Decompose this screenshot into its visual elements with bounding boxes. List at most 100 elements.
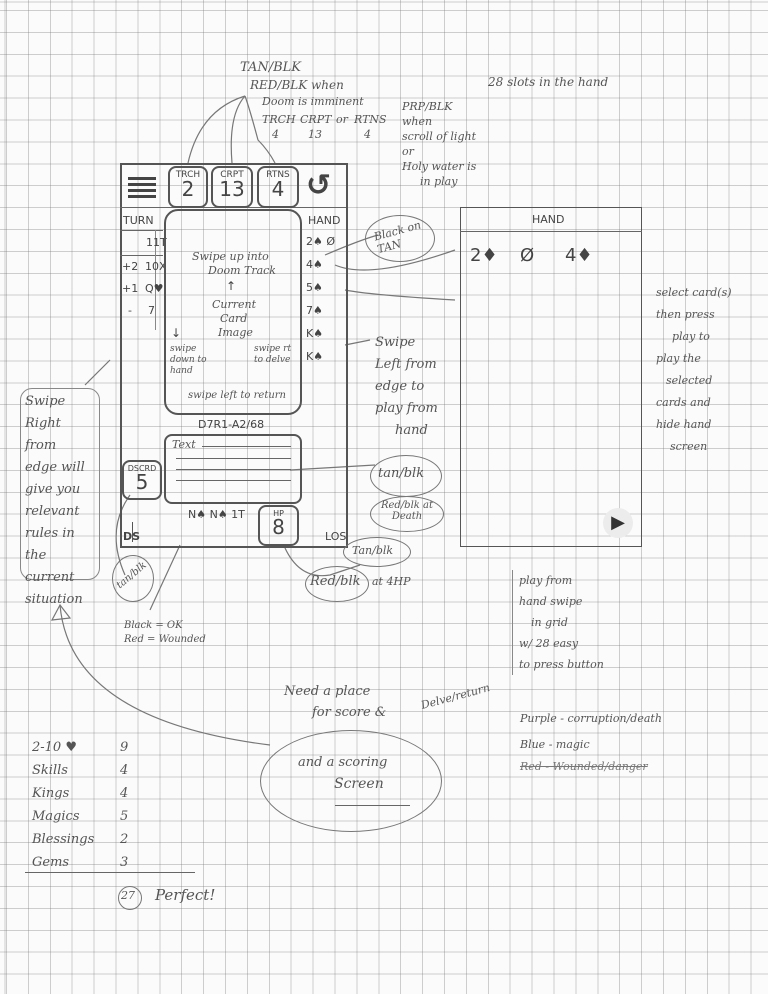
annotation-rtns: RTNS: [354, 113, 387, 126]
at-4hp-note: at 4HP: [372, 575, 411, 588]
discard-value: 5: [135, 470, 149, 494]
hand-row[interactable]: K♠: [306, 350, 324, 363]
note-bubble: [370, 496, 444, 532]
arrow-swipe-left: [344, 339, 371, 346]
annotation-when: when: [402, 115, 433, 128]
annotation-or: or: [336, 113, 348, 126]
hand-row[interactable]: 5♠: [306, 281, 323, 294]
blue-note: Blue - magic: [520, 738, 590, 751]
current-card-image[interactable]: [164, 209, 302, 415]
tan-blk-text-note: tan/blk: [378, 466, 425, 481]
ds-button[interactable]: DS: [123, 530, 141, 543]
arrow-head: [50, 603, 72, 621]
play-icon: ▶: [611, 512, 625, 533]
red-wounded-note: Red = Wounded: [124, 634, 206, 645]
red-blk-death-note: Red/blk at Death: [380, 500, 434, 522]
annotation-prp-blk: PRP/BLK: [402, 100, 453, 113]
turn-row: 10X: [145, 260, 167, 273]
connector-ds: [149, 544, 181, 611]
counter-value: 2: [181, 177, 195, 201]
text-label: Text: [172, 438, 196, 451]
arrow-up-icon: ↑: [226, 279, 237, 293]
turn-row-mod: +1: [122, 282, 139, 295]
annotation-scroll: scroll of light: [402, 130, 476, 143]
note-bubble: [260, 730, 442, 832]
annotation-rtns-val: 4: [364, 128, 371, 141]
hand-row[interactable]: 2♠ Ø: [306, 235, 336, 248]
tan-blk-hp-note: Tan/blk: [352, 544, 394, 557]
hand-card[interactable]: 2♦: [470, 245, 498, 266]
red-blk-hp-note: Red/blk: [310, 574, 361, 589]
card-current: Current: [212, 298, 257, 311]
hand-row[interactable]: K♠: [306, 327, 324, 340]
red-note-struck: Red - Wounded/danger: [520, 760, 648, 773]
screen-note: Screen: [334, 776, 384, 792]
total-note: Perfect!: [155, 886, 216, 904]
arrow-down-icon: ↓: [171, 326, 182, 340]
scoring-note: and a scoring: [298, 755, 388, 770]
los-button[interactable]: LOS: [325, 530, 347, 543]
menu-icon[interactable]: [128, 174, 156, 201]
play-button[interactable]: ▶: [603, 508, 633, 538]
arrow-hand-2: [344, 289, 456, 301]
annotation-crpt-val: 13: [308, 128, 322, 141]
turn-row: Q♥: [145, 282, 164, 295]
hand-row[interactable]: 4♠: [306, 258, 323, 271]
annotation-tan-blk: TAN/BLK: [240, 60, 302, 75]
total-circle: [118, 886, 142, 910]
for-score-note: for score &: [312, 705, 387, 720]
turn-row: 7: [148, 304, 155, 317]
counter-label: TRCH: [175, 170, 201, 180]
arrow-swipe-right-edge: [84, 359, 111, 386]
annotation-trch: TRCH: [262, 113, 296, 126]
annotation-doom: Doom is imminent: [262, 95, 364, 108]
turn-row-mod: +2: [122, 260, 139, 273]
hand-row[interactable]: 7♠: [306, 304, 323, 317]
status-line: N♠ N♠ 1T: [188, 508, 245, 521]
note-bubble: [305, 566, 369, 602]
swipe-down-hint: swipe down to hand: [170, 344, 207, 376]
hand-card[interactable]: 4♦: [565, 245, 593, 266]
turn-label: TURN: [123, 214, 154, 227]
doom-track-hint: Doom Track: [208, 264, 276, 277]
swipe-right-hint: swipe rt to delve: [254, 344, 292, 365]
arrow-hand-1: [334, 249, 456, 271]
arrow-swipe-right: [59, 604, 271, 746]
swipe-left-hint: swipe left to return: [188, 390, 286, 401]
counter-value: 4: [271, 177, 285, 201]
phone-mockup: [120, 163, 348, 548]
card-image: Image: [218, 326, 253, 339]
total-value: 27: [121, 889, 135, 902]
connector-text-box: [289, 464, 376, 471]
connector-crpt: [230, 95, 246, 164]
hp-value: 8: [272, 515, 285, 539]
annotation-crpt: CRPT: [300, 113, 332, 126]
hand-card[interactable]: Ø: [520, 245, 535, 266]
card-card: Card: [220, 312, 248, 325]
turn-row-mod: -: [128, 304, 132, 317]
hp-label: HP: [273, 509, 284, 518]
rules-text-box: Text: [164, 434, 302, 504]
swipe-up-hint: Swipe up into: [192, 250, 269, 263]
discard-label: DSCRD: [127, 464, 157, 473]
hand-screen: [460, 207, 642, 547]
turn-row: 11T: [146, 236, 167, 249]
annotation-trch-val: 4: [272, 128, 279, 141]
undo-icon[interactable]: ↺: [306, 168, 332, 203]
connector-trch: [187, 95, 246, 164]
note-bubble: [365, 215, 435, 262]
counter-value: 13: [219, 177, 245, 201]
